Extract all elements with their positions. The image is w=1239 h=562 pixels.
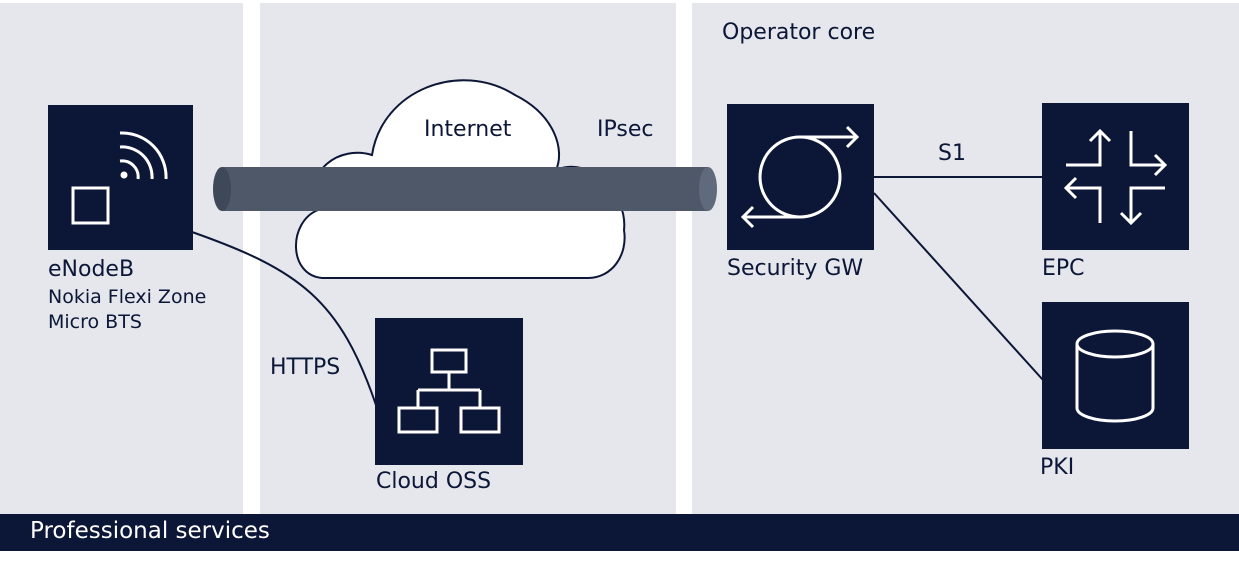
security-gw-label: Security GW: [727, 256, 864, 281]
epc-label: EPC: [1042, 256, 1085, 281]
epc-node[interactable]: [1042, 103, 1189, 250]
cloud-oss-label: Cloud OSS: [376, 469, 492, 494]
pki-link-line: [873, 192, 1044, 381]
professional-services-bar: Professional services: [0, 514, 1239, 551]
enodeb-subtitle-line1: Nokia Flexi Zone: [48, 286, 207, 308]
security-gw-node[interactable]: [727, 104, 874, 250]
pki-node[interactable]: [1042, 302, 1189, 449]
ipsec-tunnel: [213, 167, 717, 211]
network-hierarchy-icon: [397, 348, 501, 434]
ipsec-label: IPsec: [597, 117, 654, 142]
radio-base-station-icon: [71, 131, 168, 225]
router-arrows-icon: [1063, 128, 1168, 226]
sync-arrows-icon: [740, 125, 860, 229]
database-cylinder-icon: [1075, 329, 1155, 423]
operator-core-title: Operator core: [722, 20, 876, 45]
professional-services-label: Professional services: [30, 518, 270, 544]
https-link-line: [191, 231, 377, 406]
pki-label: PKI: [1040, 455, 1075, 480]
cloud-oss-node[interactable]: [375, 318, 523, 465]
s1-label: S1: [938, 141, 966, 166]
internet-label: Internet: [424, 117, 512, 142]
https-label: HTTPS: [270, 355, 341, 380]
enodeb-subtitle-line2: Micro BTS: [48, 311, 142, 333]
enodeb-title: eNodeB: [48, 257, 135, 282]
enodeb-node[interactable]: [48, 105, 193, 250]
zone-access: [0, 3, 243, 514]
